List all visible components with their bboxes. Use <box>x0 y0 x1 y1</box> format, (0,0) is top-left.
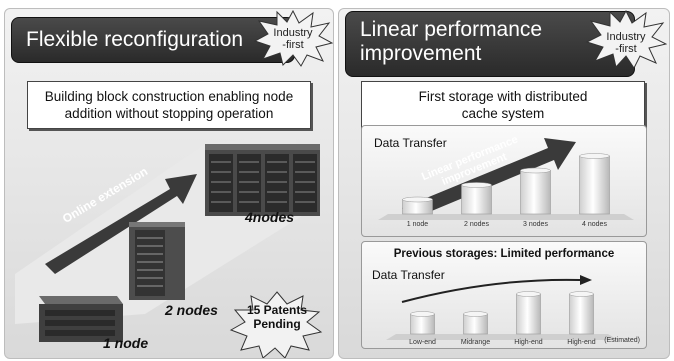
bar <box>579 155 610 215</box>
left-badge-text: Industry -first <box>273 27 313 51</box>
trend-arrow-line <box>401 278 581 303</box>
chart2-title: Data Transfer <box>372 268 445 282</box>
linear-chart-box: Data Transfer 1 node 2 nodes 3 nodes 4 node… <box>361 125 647 237</box>
two-node-rack-icon <box>129 222 185 300</box>
right-industry-first-badge: Industry -first <box>585 9 668 69</box>
one-node-label: 1 node <box>103 335 149 351</box>
one-node-server-icon <box>39 296 123 342</box>
bar-top <box>461 182 492 188</box>
left-title-bar: Flexible reconfiguration <box>11 17 295 63</box>
left-industry-first-badge: Industry -first <box>253 9 333 67</box>
right-title: Linear performance improvement <box>360 18 543 65</box>
linear-performance-panel: Linear performance improvement Industry … <box>338 8 670 359</box>
tick-label: High-end <box>567 339 596 346</box>
bar <box>463 313 488 335</box>
tick-label: 2 nodes <box>464 221 489 228</box>
bar-top <box>520 167 551 174</box>
four-node-racks-icon <box>205 144 320 216</box>
limited-chart-svg: Low-end Midrange High-end High-end <box>386 275 618 346</box>
left-description: Building block construction enabling nod… <box>27 81 311 129</box>
tick-label: High-end <box>514 339 543 346</box>
bar-top <box>516 291 541 297</box>
extension-illustration <box>15 134 323 358</box>
bar-top <box>579 153 610 159</box>
bar-top <box>463 311 488 317</box>
chart-floor <box>386 334 618 340</box>
left-title: Flexible reconfiguration <box>26 28 244 51</box>
linear-improvement-arrow-icon <box>402 138 576 220</box>
two-nodes-label: 2 nodes <box>165 302 218 318</box>
patents-text: 15 Patents Pending <box>246 303 308 331</box>
tick-label: Midrange <box>461 339 490 346</box>
bar <box>410 313 435 335</box>
starburst-icon <box>253 9 333 67</box>
bar-top <box>402 196 433 203</box>
estimated-note: (Estimated) <box>604 337 640 344</box>
right-badge-text: Industry -first <box>606 31 646 55</box>
chart2-header: Previous storages: Limited performance <box>393 248 615 260</box>
tick-label: 3 nodes <box>523 221 548 228</box>
bar <box>461 184 492 215</box>
patents-starburst-icon <box>229 291 323 358</box>
chart1-title: Data Transfer <box>374 136 447 150</box>
limited-chart-box: Previous storages: Limited performance D… <box>361 241 647 349</box>
starburst-icon <box>585 9 668 69</box>
bar-top <box>569 291 594 297</box>
trend-arrow-head-icon <box>580 275 592 285</box>
right-title-bar: Linear performance improvement <box>345 11 635 77</box>
bar <box>569 293 594 335</box>
tick-label: Low-end <box>409 339 436 346</box>
linear-chart-svg: 1 node 2 nodes 3 nodes 4 nodes <box>378 138 634 228</box>
online-extension-arrow-icon <box>45 174 197 274</box>
tick-label: 4 nodes <box>582 221 607 228</box>
bar <box>516 293 541 335</box>
right-description: First storage with distributed cache sys… <box>361 81 645 131</box>
flexible-reconfiguration-panel: Flexible reconfiguration Industry -first… <box>4 8 334 359</box>
tick-label: 1 node <box>407 221 429 228</box>
bar-top <box>410 311 435 317</box>
chart-floor <box>378 214 634 220</box>
four-nodes-label: 4nodes <box>245 209 295 225</box>
bar <box>520 170 551 215</box>
